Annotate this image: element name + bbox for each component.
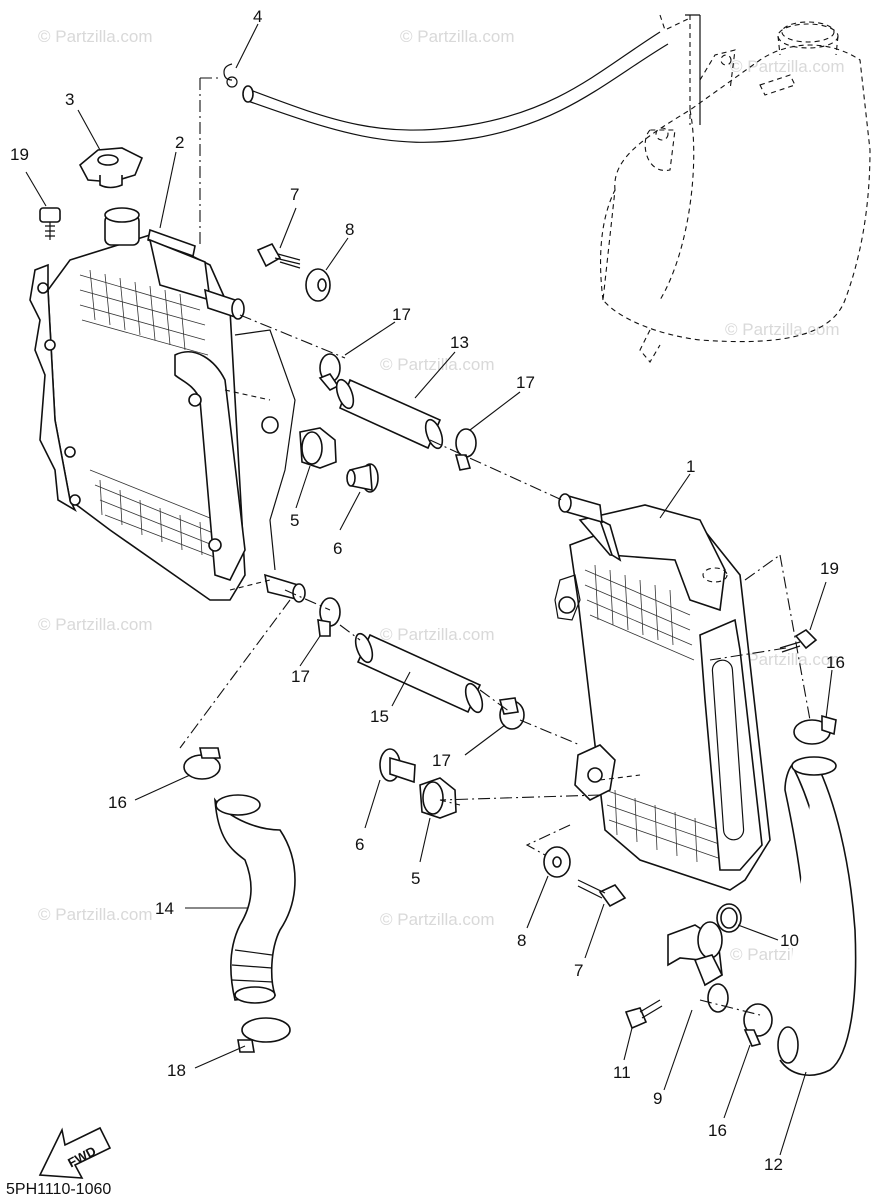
collar-6-upper	[346, 463, 379, 493]
hose-15	[354, 632, 484, 714]
callout-3: 3	[65, 90, 74, 109]
callout-7: 7	[290, 185, 299, 204]
watermark-text: © Partzilla.com	[380, 355, 495, 374]
hose-clamp-17-b	[454, 428, 477, 471]
callout-9: 9	[653, 1089, 662, 1108]
callout-5: 5	[290, 511, 299, 530]
callout-17: 17	[516, 373, 535, 392]
left-radiator-core	[79, 269, 223, 561]
callout-12: 12	[764, 1155, 783, 1174]
hose-clamp-16-b	[793, 714, 837, 745]
callout-19: 19	[10, 145, 29, 164]
hose-clamp-18	[237, 1017, 291, 1053]
callout-labels: 4 3 2 19 7 8 17 13 17 5 6 1 19 16 17 15 …	[10, 7, 845, 1174]
right-radiator-core	[584, 564, 725, 863]
left-radiator	[29, 207, 306, 603]
hose-clamp-17-c	[317, 597, 341, 637]
watermark-text: © Partzilla.com	[725, 320, 840, 339]
callout-7: 7	[574, 961, 583, 980]
radiator-cap	[78, 147, 144, 189]
watermark-text: © Partzilla.com	[380, 625, 495, 644]
callout-16: 16	[708, 1121, 727, 1140]
bolt-19-right	[779, 628, 818, 653]
callout-17: 17	[291, 667, 310, 686]
o-ring-10	[716, 903, 742, 933]
fwd-arrow-icon: FWD	[38, 1126, 112, 1179]
bolt-19-left	[39, 207, 61, 240]
callout-11: 11	[613, 1063, 631, 1082]
bolt-7-upper	[256, 242, 301, 269]
watermark-text: © Partzilla.com	[38, 27, 153, 46]
callout-2: 2	[175, 133, 184, 152]
leader-lines	[25, 14, 833, 1156]
callout-8: 8	[345, 220, 354, 239]
right-radiator	[554, 493, 771, 891]
washer-8-upper	[305, 268, 331, 302]
watermark-text: © Partzilla.com	[730, 650, 845, 669]
callout-6: 6	[333, 539, 342, 558]
callout-16: 16	[826, 653, 845, 672]
elbow-joint-9	[667, 921, 729, 1013]
collar-6-lower	[379, 748, 416, 784]
watermark-text: © Partzilla.com	[400, 27, 515, 46]
callout-1: 1	[686, 457, 695, 476]
grommet-5-upper	[299, 427, 337, 469]
grommet-5-lower	[419, 777, 457, 819]
hose-clamp-16-c	[743, 1003, 773, 1047]
callout-4: 4	[253, 7, 262, 26]
bolt-11	[624, 999, 663, 1030]
coolant-reservoir-tank	[600, 14, 871, 363]
hose-clamp-16-a	[183, 747, 221, 780]
callout-19: 19	[820, 559, 839, 578]
watermark-text: © Partzilla.com	[730, 57, 845, 76]
callout-14: 14	[155, 899, 174, 918]
callout-18: 18	[167, 1061, 186, 1080]
callout-16: 16	[108, 793, 127, 812]
callout-17: 17	[432, 751, 451, 770]
watermark-text: © Partzilla.com	[38, 905, 153, 924]
callout-17: 17	[392, 305, 411, 324]
watermark-text: © Partzilla.com	[380, 910, 495, 929]
callout-15: 15	[370, 707, 389, 726]
overflow-hose	[223, 31, 669, 143]
diagram-code: 5PH1110-1060	[6, 1181, 111, 1198]
callout-8: 8	[517, 931, 526, 950]
bolt-7-lower	[577, 879, 627, 908]
callout-6: 6	[355, 835, 364, 854]
hose-14	[213, 794, 296, 1004]
hose-clamp-17-d	[498, 697, 525, 730]
hose-12	[777, 756, 857, 1076]
callout-5: 5	[411, 869, 420, 888]
washer-8-lower	[543, 846, 571, 878]
watermark-text: © Partzilla.com	[38, 615, 153, 634]
callout-13: 13	[450, 333, 469, 352]
hose-13	[335, 378, 444, 450]
callout-10: 10	[780, 931, 799, 950]
